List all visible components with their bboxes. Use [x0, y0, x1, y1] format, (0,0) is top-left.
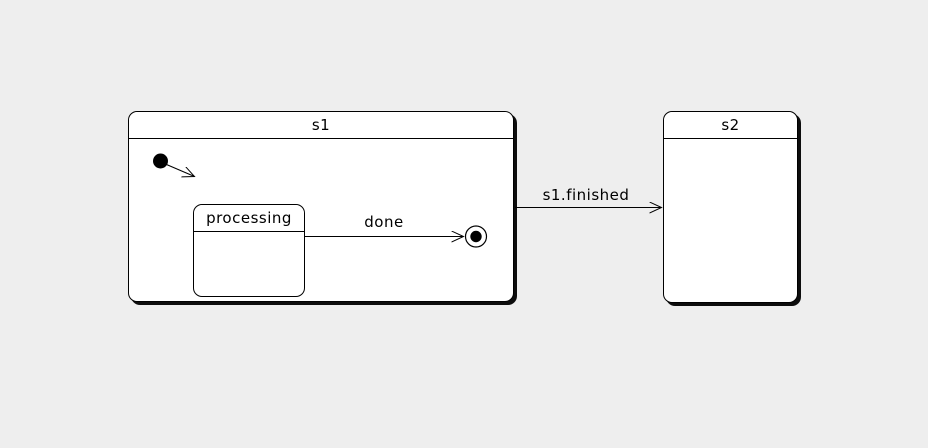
state-processing-body	[194, 232, 304, 297]
state-s2-body	[664, 139, 797, 303]
state-processing-title[interactable]: processing	[194, 205, 304, 232]
state-s1-title[interactable]: s1	[129, 112, 513, 139]
transition-label-done[interactable]: done	[364, 213, 404, 231]
state-s1-region: processing	[129, 139, 513, 302]
transition-label-s1-finished[interactable]: s1.finished	[542, 186, 630, 204]
state-s1[interactable]: s1 processing	[128, 111, 514, 302]
state-s2[interactable]: s2	[663, 111, 798, 303]
state-processing[interactable]: processing	[193, 204, 305, 297]
state-s2-title[interactable]: s2	[664, 112, 797, 139]
